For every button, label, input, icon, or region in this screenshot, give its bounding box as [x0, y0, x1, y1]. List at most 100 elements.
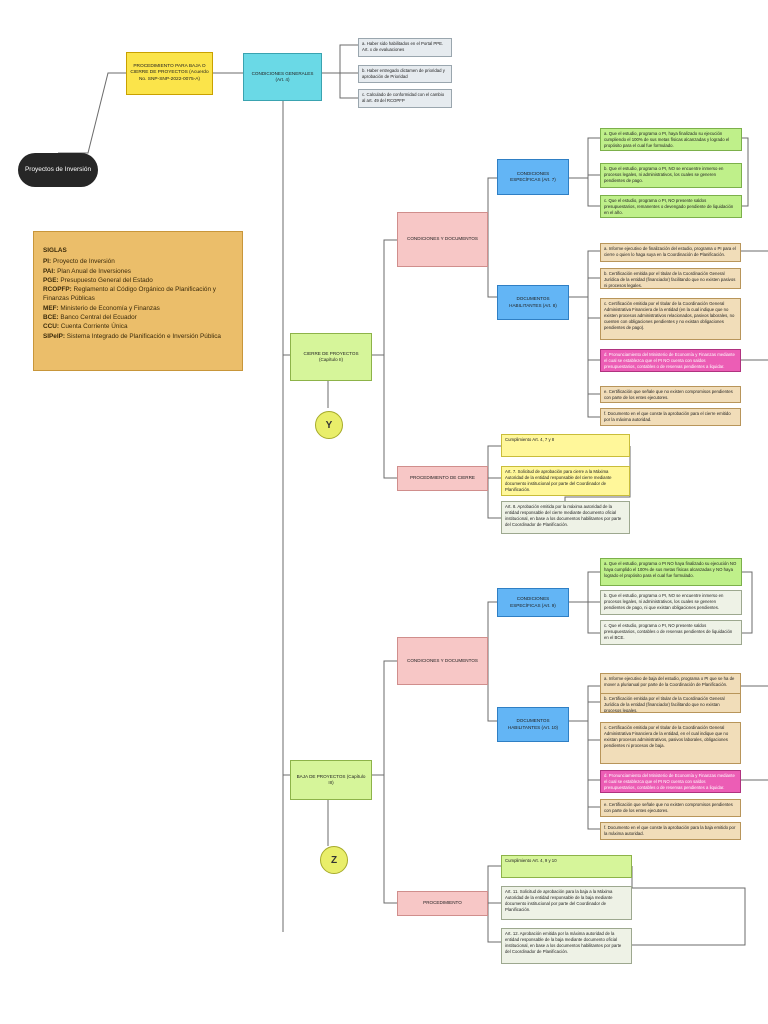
legend-abbr: RCOPFP: — [43, 286, 72, 294]
baja-documents-label: DOCUMENTOS HABILITANTES (Art. 10) — [507, 718, 559, 730]
legend-title: SIGLAS — [43, 247, 67, 254]
cierre-specific-node[interactable]: CONDICIONES ESPECÍFICAS (Art. 7) — [497, 159, 569, 195]
legend-item: BCE: Banco Central del Ecuador — [43, 313, 233, 322]
baja-marker: Z — [320, 846, 348, 874]
cierre-document-note-e: e. Certificación que señale que no exist… — [600, 386, 741, 403]
baja-specific-note-b: b. Que el estudio, programa o PI, NO se … — [600, 590, 742, 615]
note-text: a. Que el estudio, programa o PI, haya f… — [604, 131, 730, 149]
general-condition-note-text: a. Haber sido habilitados en el Portal P… — [362, 41, 444, 53]
cierre-marker-text: Y — [325, 419, 333, 431]
cierre-conditions-label: CONDICIONES Y DOCUMENTOS — [407, 236, 478, 242]
legend-abbr: PAI: — [43, 267, 56, 275]
legend-item: CCU: Cuenta Corriente Única — [43, 322, 233, 331]
note-text: d. Pronunciamiento del Ministerio de Eco… — [604, 352, 735, 370]
baja-conditions-node[interactable]: CONDICIONES Y DOCUMENTOS — [397, 637, 488, 685]
legend-abbr: PGE: — [43, 276, 59, 284]
legend-item: PI: Proyecto de Inversión — [43, 257, 233, 266]
root-node-label: Proyectos de Inversión — [24, 165, 92, 173]
general-conditions-label: CONDICIONES GENERALES (Art. 4) — [251, 70, 314, 82]
legend-item: SIPeIP: Sistema Integrado de Planificaci… — [43, 332, 233, 341]
baja-specific-note-a: a. Que el estudio, programa o PI NO haya… — [600, 558, 742, 586]
note-text: Art. 8. Aprobación emitida por la máxima… — [505, 504, 622, 528]
legend-item: MEF: Ministerio de Economía y Finanzas — [43, 304, 233, 313]
note-text: c. Certificación emitida por el titular … — [604, 725, 729, 749]
cierre-procedure-label: PROCEDIMIENTO DE CIERRE — [409, 475, 475, 481]
baja-documents-node[interactable]: DOCUMENTOS HABILITANTES (Art. 10) — [497, 707, 569, 742]
note-text: a. Informe ejecutivo de finalización del… — [604, 246, 736, 258]
cierre-conditions-node[interactable]: CONDICIONES Y DOCUMENTOS — [397, 212, 488, 267]
note-text: a. Informe ejecutivo de baja del estudio… — [604, 676, 735, 688]
baja-procedure-note-2: Art. 11. Solicitud de aprobación para la… — [501, 886, 632, 920]
baja-procedure-note-1: Cumplimiento Art. 4, 9 y 10 — [501, 855, 632, 878]
legend-abbr: SIPeIP: — [43, 332, 66, 340]
cierre-document-note-f: f. Documento en el que conste la aprobac… — [600, 408, 741, 426]
cierre-specific-note-c: c. Que el estudio, programa o PI, NO pre… — [600, 195, 742, 218]
note-text: b. Certificación emitida por el titular … — [604, 271, 736, 289]
baja-specific-node[interactable]: CONDICIONES ESPECÍFICAS (Art. 9) — [497, 588, 569, 617]
cierre-document-note-c: c. Certificación emitida por el titular … — [600, 298, 741, 340]
cierre-procedure-note-1: Cumplimiento Art. 4, 7 y 8 — [501, 434, 630, 457]
baja-label: BAJA DE PROYECTOS (Capítulo III) — [296, 773, 366, 785]
note-text: a. Que el estudio, programa o PI NO haya… — [604, 561, 737, 579]
legend-abbr: PI: — [43, 258, 52, 266]
note-text: Art. 12. Aprobación emitida por la máxim… — [505, 931, 622, 955]
note-text: Cumplimiento Art. 4, 7 y 8 — [505, 437, 555, 442]
cierre-procedure-node[interactable]: PROCEDIMIENTO DE CIERRE — [397, 466, 488, 491]
baja-marker-text: Z — [330, 854, 338, 866]
baja-specific-note-c: c. Que el estudio, programa o PI, NO pre… — [600, 620, 742, 645]
cierre-specific-note-b: b. Que el estudio, programa o PI, NO se … — [600, 163, 742, 188]
cierre-procedure-note-3: Art. 8. Aprobación emitida por la máxima… — [501, 501, 630, 534]
baja-document-note-f: f. Documento en el que conste la aprobac… — [600, 822, 741, 840]
note-text: Art. 7. Solicitud de aprobación para cie… — [505, 469, 612, 493]
cierre-label: CIERRE DE PROYECTOS (Capítulo II) — [303, 350, 359, 362]
legend-abbr: CCU: — [43, 323, 59, 331]
legend-abbr: BCE: — [43, 313, 59, 321]
procedure-label: PROCEDIMIENTO PARA BAJA O CIERRE DE PROY… — [130, 63, 209, 82]
baja-document-note-e: e. Certificación que señale que no exist… — [600, 799, 741, 817]
general-conditions-node[interactable]: CONDICIONES GENERALES (Art. 4) — [243, 53, 322, 101]
cierre-specific-note-a: a. Que el estudio, programa o PI, haya f… — [600, 128, 742, 151]
baja-node[interactable]: BAJA DE PROYECTOS (Capítulo III) — [290, 760, 372, 800]
baja-document-note-c: c. Certificación emitida por el titular … — [600, 722, 741, 764]
cierre-specific-label: CONDICIONES ESPECÍFICAS (Art. 7) — [510, 170, 556, 182]
legend-abbr: MEF: — [43, 304, 59, 312]
legend-text: Banco Central del Ecuador — [58, 313, 137, 321]
legend-item: RCOPFP: Reglamento al Código Orgánico de… — [43, 285, 233, 304]
note-text: e. Certificación que señale que no exist… — [604, 802, 733, 814]
note-text: e. Certificación que señale que no exist… — [604, 389, 733, 401]
cierre-procedure-note-2: Art. 7. Solicitud de aprobación para cie… — [501, 466, 630, 496]
general-condition-note-c: c. Calculado de conformidad con el cambi… — [358, 89, 452, 108]
baja-procedure-node[interactable]: PROCEDIMIENTO — [397, 891, 488, 916]
note-text: d. Pronunciamiento del Ministerio de Eco… — [604, 773, 735, 791]
note-text: f. Documento en el que conste la aprobac… — [604, 411, 731, 423]
baja-procedure-label: PROCEDIMIENTO — [423, 900, 462, 906]
legend-item: PAI: Plan Anual de Inversiones — [43, 267, 233, 276]
legend-text: Presupuesto General del Estado — [58, 276, 153, 284]
baja-specific-label: CONDICIONES ESPECÍFICAS (Art. 9) — [510, 596, 556, 608]
legend-text: Plan Anual de Inversiones — [55, 267, 131, 275]
cierre-documents-node[interactable]: DOCUMENTOS HABILITANTES (Art. 8) — [497, 285, 569, 320]
note-text: c. Certificación emitida por el titular … — [604, 301, 735, 331]
cierre-document-note-a: a. Informe ejecutivo de finalización del… — [600, 243, 741, 262]
baja-conditions-label: CONDICIONES Y DOCUMENTOS — [407, 657, 478, 663]
cierre-documents-label: DOCUMENTOS HABILITANTES (Art. 8) — [509, 296, 557, 308]
root-node-investment-projects[interactable]: Proyectos de Inversión — [18, 153, 98, 187]
legend-text: Proyecto de Inversión — [51, 258, 115, 266]
note-text: f. Documento en el que conste la aprobac… — [604, 825, 736, 837]
baja-document-note-b: b. Certificación emitida por el titular … — [600, 693, 741, 713]
legend-text: Cuenta Corriente Única — [58, 323, 128, 331]
procedure-node[interactable]: PROCEDIMIENTO PARA BAJA O CIERRE DE PROY… — [126, 52, 213, 95]
general-condition-note-text: b. Haber entregado dictamen de prioridad… — [362, 68, 445, 80]
baja-procedure-note-3: Art. 12. Aprobación emitida por la máxim… — [501, 928, 632, 964]
legend-text: Sistema Integrado de Planificación e Inv… — [65, 332, 221, 340]
general-condition-note-b: b. Haber entregado dictamen de prioridad… — [358, 65, 452, 83]
general-condition-note-text: c. Calculado de conformidad con el cambi… — [362, 92, 445, 104]
cierre-document-note-d: d. Pronunciamiento del Ministerio de Eco… — [600, 349, 741, 372]
note-text: c. Que el estudio, programa o PI, NO pre… — [604, 623, 733, 641]
baja-document-note-d: d. Pronunciamiento del Ministerio de Eco… — [600, 770, 741, 793]
note-text: c. Que el estudio, programa o PI, NO pre… — [604, 198, 734, 216]
cierre-node[interactable]: CIERRE DE PROYECTOS (Capítulo II) — [290, 333, 372, 381]
note-text: b. Que el estudio, programa o PI, NO se … — [604, 593, 724, 611]
